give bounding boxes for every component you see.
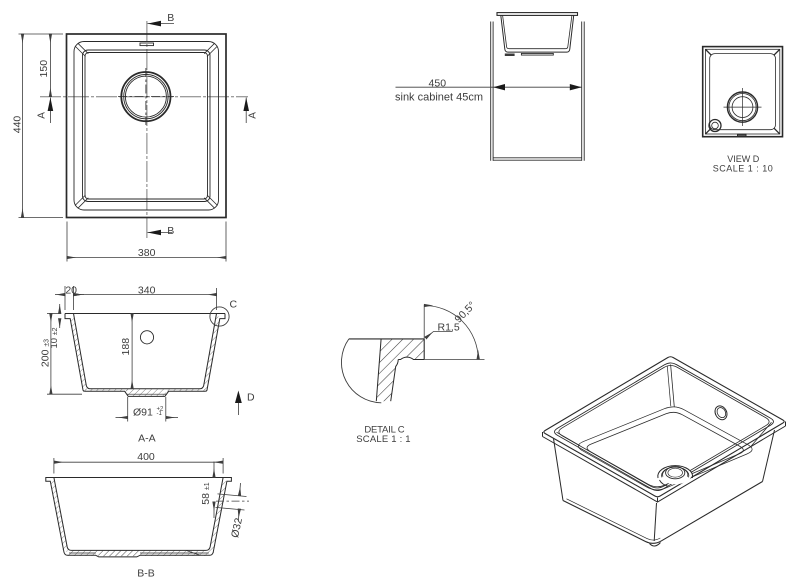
svg-text:440: 440 <box>12 116 24 134</box>
svg-text:400: 400 <box>137 451 155 463</box>
svg-text:DETAIL C: DETAIL C <box>364 425 404 436</box>
svg-text:188: 188 <box>120 338 132 356</box>
svg-text:VIEW D: VIEW D <box>727 154 760 164</box>
svg-text:D: D <box>247 391 255 403</box>
svg-text:sink cabinet 45cm: sink cabinet 45cm <box>395 91 483 103</box>
svg-text:C: C <box>230 298 238 310</box>
svg-text:SCALE 1 : 10: SCALE 1 : 10 <box>713 164 774 174</box>
svg-text:B: B <box>167 12 174 24</box>
svg-text:380: 380 <box>138 247 156 259</box>
svg-text:SCALE 1 : 1: SCALE 1 : 1 <box>356 434 410 445</box>
svg-text:-1: -1 <box>157 411 163 417</box>
svg-text:450: 450 <box>429 77 447 89</box>
svg-text:150: 150 <box>38 60 50 78</box>
svg-text:B-B: B-B <box>137 568 155 580</box>
svg-text:Ø91: Ø91 <box>133 407 153 419</box>
svg-text:340: 340 <box>138 285 156 297</box>
svg-text:Ø32: Ø32 <box>229 517 245 539</box>
svg-text:10 ±2: 10 ±2 <box>49 327 60 348</box>
svg-text:A: A <box>248 112 259 119</box>
svg-text:58 ±1: 58 ±1 <box>200 482 212 504</box>
svg-text:90,5°: 90,5° <box>452 299 478 325</box>
svg-text:A: A <box>36 112 47 119</box>
svg-text:R1,5: R1,5 <box>438 322 460 334</box>
svg-text:+2: +2 <box>157 406 165 412</box>
svg-text:B: B <box>167 225 174 237</box>
svg-text:A-A: A-A <box>138 433 156 445</box>
svg-text:20: 20 <box>65 285 77 297</box>
